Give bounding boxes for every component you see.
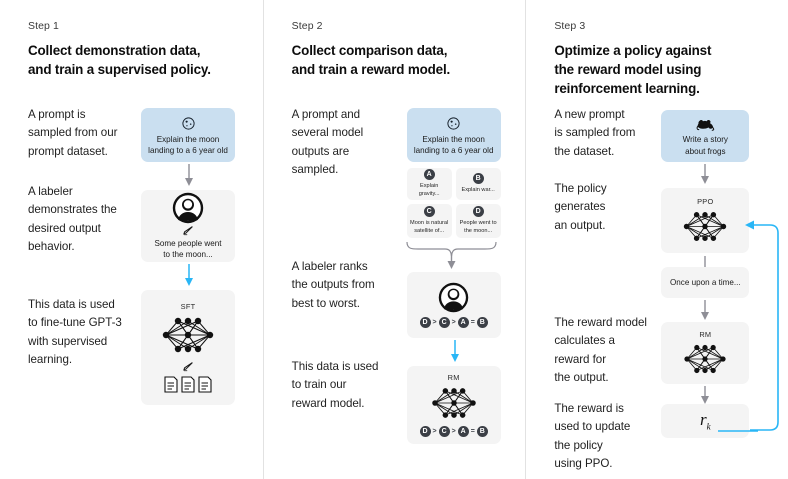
prompt-card-2[interactable]: Explain the moon landing to a 6 year old [406,108,501,162]
paragraph-3-3: The reward model calculates a reward for… [554,316,647,384]
option-text-b: Explain war... [461,187,495,194]
arrow-down-1a [185,164,193,188]
rank-op-2: > [451,428,456,435]
labeler-rank-card[interactable]: D > C > A = B [406,272,501,338]
labeler-avatar-icon [438,282,469,313]
step-label-1: Step 1 [28,20,59,32]
feedback-loop-bottom [718,428,780,434]
arrow-down-3a [701,164,710,186]
step-label-3: Step 3 [554,20,586,32]
option-badge-d: D [472,206,484,218]
labeler-card-1-text: Some people went to the moon... [154,238,222,259]
paragraph-3-4: The reward is used to update the policy … [554,402,631,470]
paragraph-2-3: This data is used to train our reward mo… [291,360,379,410]
prompt-card-1[interactable]: Explain the moon landing to a 6 year old [141,108,235,162]
rank-op-3: = [470,319,475,326]
paragraph-1-2: A labeler demonstrates the desired outpu… [28,185,117,253]
moon-icon [446,116,461,131]
step-title-3: Optimize a policy against the reward mod… [554,43,712,97]
prompt-card-3-text: Write a story about frogs [682,135,728,156]
rank-op-1: > [432,428,437,435]
option-text-d: People went to the moon... [459,220,497,234]
paragraph-3-2: The policy generates an output. [554,182,607,232]
rank-badge-4: B [476,317,488,328]
output-text: Once upon a time... [669,277,741,287]
column-step-3: Step 3 Optimize a policy against the rew… [525,0,788,479]
ranking-row-rm: D > C > A = B [419,426,488,437]
prompt-card-2-text: Explain the moon landing to a 6 year old [413,134,494,155]
labeler-card-1[interactable]: Some people went to the moon... [141,190,235,262]
paragraph-1-1: A prompt is sampled from our prompt data… [28,108,118,158]
ppo-policy-card[interactable]: PPO [661,188,750,253]
rank-badge-2: C [438,317,450,328]
rank-badge-1: D [419,426,431,437]
moon-icon [181,116,196,131]
frog-icon [696,118,715,132]
arrow-down-2b [450,340,459,364]
paragraph-2-2: A labeler ranks the outputs from best to… [291,260,375,310]
output-text-card[interactable]: Once upon a time... [661,267,750,298]
option-card-d[interactable]: D People went to the moon... [455,204,501,238]
neural-network-icon [160,313,216,357]
feedback-loop-arrow [742,215,788,431]
step-title-1: Collect demonstration data, and train a … [28,43,211,78]
arrow-down-1b [185,264,193,288]
rm-label-2: RM [447,373,460,382]
option-card-a[interactable]: A Explain gravity... [406,168,452,200]
paragraph-2-1: A prompt and several model outputs are s… [291,108,364,176]
step-label-2: Step 2 [291,20,323,32]
rank-op-2: > [451,319,456,326]
option-text-a: Explain gravity... [418,183,440,197]
prompt-card-3[interactable]: Write a story about frogs [661,110,750,162]
option-text-c: Moon is natural satellite of... [410,220,449,234]
arrow-down-3d [701,386,710,406]
option-badge-b: B [472,173,484,185]
pencil-icon [182,225,195,236]
reward-model-card-3[interactable]: RM [661,322,750,384]
neural-network-icon [681,208,729,245]
documents-icon [163,376,213,393]
labeler-avatar-icon [172,192,204,224]
neural-network-icon [682,341,728,377]
option-badge-c: C [423,206,435,218]
option-card-c[interactable]: C Moon is natural satellite of... [406,204,452,238]
ppo-label: PPO [697,196,714,206]
reward-value-card[interactable]: rk [661,404,750,438]
reward-value: rk [700,410,711,432]
reward-model-card-2[interactable]: RM [406,366,501,444]
rank-badge-3: A [457,317,469,328]
option-card-b[interactable]: B Explain war... [455,168,501,200]
rank-badge-2: C [438,426,450,437]
rm-label-3: RM [699,329,712,339]
sft-label: SFT [180,302,196,311]
neural-network-icon [429,384,479,422]
arrow-down-3c [701,300,710,322]
rank-op-1: > [432,319,437,326]
converge-brace-icon [404,240,504,270]
pencil-icon [182,361,195,372]
column-step-1: Step 1 Collect demonstration data, and t… [0,0,263,479]
option-badge-a: A [423,169,435,181]
column-step-2: Step 2 Collect comparison data, and trai… [262,0,526,479]
prompt-card-1-text: Explain the moon landing to a 6 year old [148,134,228,155]
rank-op-3: = [470,428,475,435]
rank-badge-4: B [476,426,488,437]
paragraph-1-3: This data is used to fine-tune GPT-3 wit… [28,298,122,366]
rank-badge-1: D [419,317,431,328]
paragraph-3-1: A new prompt is sampled from the dataset… [554,108,636,158]
ranking-row-labeler: D > C > A = B [419,317,488,328]
rank-badge-3: A [457,426,469,437]
sft-model-card[interactable]: SFT [141,290,235,405]
step-title-2: Collect comparison data, and train a rew… [291,43,451,78]
